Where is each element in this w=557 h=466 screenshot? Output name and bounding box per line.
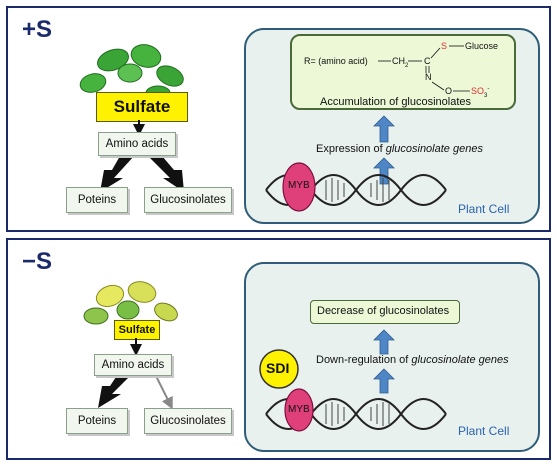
accumulation-text: Accumulation of glucosinolates (320, 96, 472, 108)
chem-glucose: Glucose (465, 41, 499, 51)
decrease-text: Decrease of glucosinolates (317, 305, 450, 317)
chem-o: O (445, 86, 453, 96)
glucosinolates-box: Glucosinolates (144, 187, 232, 213)
myb-label: MYB (288, 404, 310, 415)
expression-text: Expression of glucosinolate genes (316, 143, 483, 155)
panel-minus-sulfate: −S Sulfate Amino acids Poteins Glucosino… (6, 238, 551, 460)
amino-acids-box: Amino acids (94, 354, 172, 376)
up-arrow-icon (373, 115, 395, 143)
decrease-box: Decrease of glucosinolates (310, 300, 460, 324)
plant-cell-label: Plant Cell (458, 202, 510, 216)
downregulation-text: Down-regulation of glucosinolate genes (316, 354, 509, 366)
panel-title: +S (22, 16, 53, 43)
arrows-flow (98, 338, 173, 410)
chem-bonds (378, 45, 470, 92)
sdi-label: SDI (266, 360, 290, 376)
glucosinolate-structure-box: R= (amino acid) CH2 C S Glucose N O SO3- (290, 34, 516, 110)
plant-icon (79, 44, 184, 101)
chem-n: N (425, 72, 432, 82)
plant-cell: Decrease of glucosinolates Down-regulati… (244, 262, 540, 452)
plant-cell: R= (amino acid) CH2 C S Glucose N O SO3- (244, 28, 540, 224)
glucosinolates-box: Glucosinolates (144, 408, 232, 434)
panel-plus-sulfate: +S Sulfate Amino acids Poteins Glucosino… (6, 6, 551, 232)
sulfate-box: Sulfate (96, 92, 188, 122)
myb-label: MYB (288, 180, 310, 191)
arrows-flow (100, 120, 184, 192)
plant-cell-label: Plant Cell (458, 424, 510, 438)
proteins-box: Poteins (66, 187, 128, 213)
sdi-protein-icon (259, 349, 299, 389)
plant-icon (83, 281, 178, 336)
amino-acids-box: Amino acids (98, 132, 176, 156)
myb-protein-icon (284, 388, 314, 432)
chem-s: S (441, 41, 448, 51)
up-arrow-icon (373, 368, 395, 394)
up-arrow-icon (373, 329, 395, 355)
chem-c: C (424, 56, 431, 66)
panel-title: −S (22, 248, 53, 275)
myb-protein-icon (282, 162, 316, 212)
chem-ch2: CH2 (392, 56, 409, 69)
up-arrow-icon (373, 157, 395, 185)
chem-so3: SO3- (471, 86, 490, 99)
chem-r-label: R= (amino acid) (304, 56, 368, 66)
sulfate-box: Sulfate (114, 320, 160, 340)
proteins-box: Poteins (66, 408, 128, 434)
